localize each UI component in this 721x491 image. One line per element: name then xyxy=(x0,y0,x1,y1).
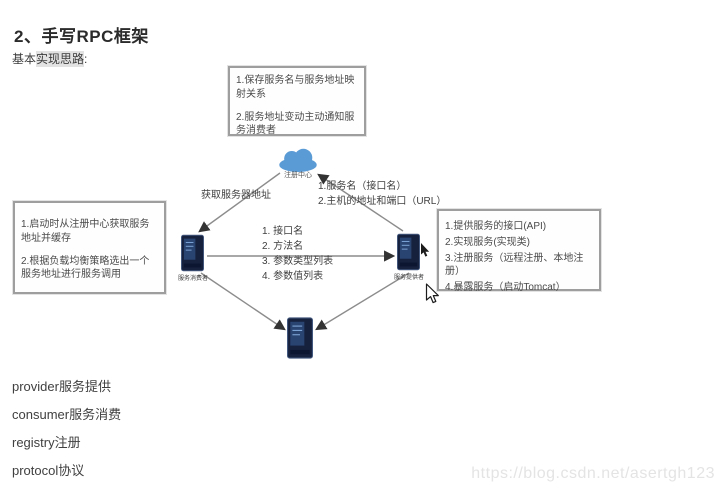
provider-note-line3: 3.注册服务（远程注册、本地注册） xyxy=(445,252,584,278)
provider-note-box: 1.提供服务的接口(API) 2.实现服务(实现类) 3.注册服务（远程注册、本… xyxy=(437,209,601,293)
invoke-param-1: 1. 接口名 xyxy=(262,226,304,237)
protocol-server-icon xyxy=(287,317,313,359)
note-registry: registry注册 xyxy=(12,435,81,450)
consumer-note-line1: 1.启动时从注册中心获取服务地址并缓存 xyxy=(21,219,150,244)
provider-note-line1: 1.提供服务的接口(API) xyxy=(445,221,547,232)
registry-note-line1: 1.保存服务名与服务地址映射关系 xyxy=(236,75,355,100)
edge-label-register: 1.服务名（接口名） 2.主机的地址和端口（URL） xyxy=(318,180,446,209)
consumer-server-label: 服务消费者 xyxy=(177,276,208,282)
invoke-param-2: 2. 方法名 xyxy=(262,241,304,252)
page-title: 2、手写RPC框架 xyxy=(14,27,149,47)
note-provider: provider服务提供 xyxy=(12,379,111,394)
note-protocol: protocol协议 xyxy=(12,463,85,478)
invoke-param-4: 4. 参数值列表 xyxy=(262,271,324,282)
subtitle-prefix: 基本 xyxy=(12,52,37,66)
small-cursor-icon xyxy=(420,243,431,263)
edge-label-invoke-params: 1. 接口名 2. 方法名 3. 参数类型列表 4. 参数值列表 xyxy=(262,224,333,284)
provider-server-label: 服务提供者 xyxy=(393,275,424,281)
provider-server-icon xyxy=(397,233,420,271)
watermark-url: https://blog.csdn.net/asertgh123 xyxy=(471,465,715,482)
invoke-param-3: 3. 参数类型列表 xyxy=(262,256,334,267)
note-consumer: consumer服务消费 xyxy=(12,407,122,422)
edge-label-register-line1: 1.服务名（接口名） xyxy=(318,181,407,192)
consumer-note-box: 1.启动时从注册中心获取服务地址并缓存 2.根据负载均衡策略选出一个服务地址进行… xyxy=(13,201,166,294)
registry-note-line2: 2.服务地址变动主动通知服务消费者 xyxy=(236,111,355,137)
provider-note-line2: 2.实现服务(实现类) xyxy=(445,236,530,248)
edge-label-register-line2: 2.主机的地址和端口（URL） xyxy=(318,195,447,207)
registry-cloud-icon xyxy=(275,147,321,172)
registry-note-box: 1.保存服务名与服务地址映射关系 2.服务地址变动主动通知服务消费者 xyxy=(228,66,366,136)
edge-label-get-address: 获取服务器地址 xyxy=(201,190,271,201)
subtitle: 基本实现思路: xyxy=(12,50,87,67)
consumer-note-line2: 2.根据负载均衡策略选出一个服务地址进行服务调用 xyxy=(21,255,150,281)
registry-cloud-label: 注册中心 xyxy=(284,172,312,179)
subtitle-suffix: : xyxy=(84,52,88,66)
subtitle-highlight: 实现思路 xyxy=(36,51,85,67)
provider-note-line4: 4.暴露服务（启动Tomcat） xyxy=(445,282,566,294)
consumer-server-icon xyxy=(181,234,204,272)
